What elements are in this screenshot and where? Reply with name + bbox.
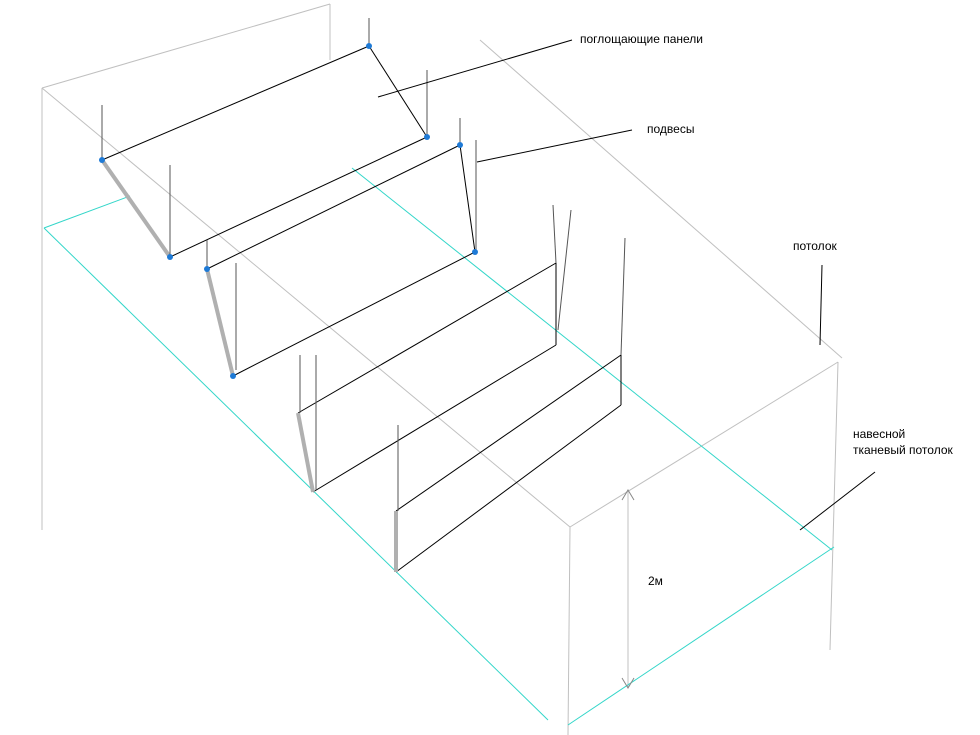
hanger: [557, 209, 572, 331]
label-height: 2м: [648, 574, 663, 588]
leader-lines: [377, 39, 876, 531]
leader-fabric-ceiling: [799, 471, 876, 531]
leader-ceiling: [819, 264, 823, 346]
room-edge: [569, 361, 839, 528]
label-ceiling: потолок: [793, 239, 837, 253]
label-fabric-ceiling-line2: тканевый потолок: [853, 443, 954, 457]
hanger: [552, 204, 557, 264]
room-edge: [567, 526, 571, 735]
node: [99, 157, 105, 163]
panel-4: [394, 354, 622, 573]
fabric-edge: [351, 167, 833, 551]
node: [167, 254, 173, 260]
fabric-edge: [43, 195, 131, 229]
node: [204, 266, 210, 272]
label-absorbing-panels: поглощающие панели: [580, 32, 703, 46]
panel-edge: [206, 144, 461, 270]
panel-edge: [459, 144, 476, 253]
panel-2: [205, 144, 476, 377]
hanger: [620, 237, 626, 356]
panel-3: [296, 262, 557, 493]
panel-edge: [297, 262, 557, 414]
panel-nodes: [99, 43, 478, 379]
label-hangers: подвесы: [647, 122, 694, 136]
panel-edge: [312, 344, 557, 493]
panel-edge: [395, 404, 622, 573]
panel-edge: [169, 136, 428, 258]
room-edge: [829, 361, 839, 651]
hangers: [101, 18, 626, 511]
fabric-ceiling-outline: [43, 167, 835, 726]
node: [457, 142, 463, 148]
panel-edge: [101, 45, 370, 161]
room-edge: [479, 39, 843, 359]
room-edge: [41, 3, 331, 89]
absorbing-panels: [100, 45, 622, 573]
node: [230, 373, 236, 379]
leader-panels: [377, 39, 573, 98]
room-edge: [41, 87, 571, 528]
arrow-head-top: [621, 489, 635, 501]
label-fabric-ceiling-line1: навесной: [853, 427, 905, 441]
height-dimension: [621, 489, 635, 689]
node: [366, 43, 372, 49]
leader-hangers: [476, 129, 633, 163]
panel-edge: [232, 251, 476, 377]
arrow-head-bottom: [621, 677, 635, 689]
node: [424, 134, 430, 140]
panel-edge: [395, 354, 622, 512]
fabric-edge: [567, 546, 835, 726]
panel-side: [296, 412, 315, 493]
panel-1: [100, 45, 428, 259]
fabric-edge: [43, 227, 549, 721]
node: [472, 249, 478, 255]
room-box: [41, 3, 843, 735]
panel-side: [100, 158, 172, 259]
panel-side: [205, 268, 235, 377]
